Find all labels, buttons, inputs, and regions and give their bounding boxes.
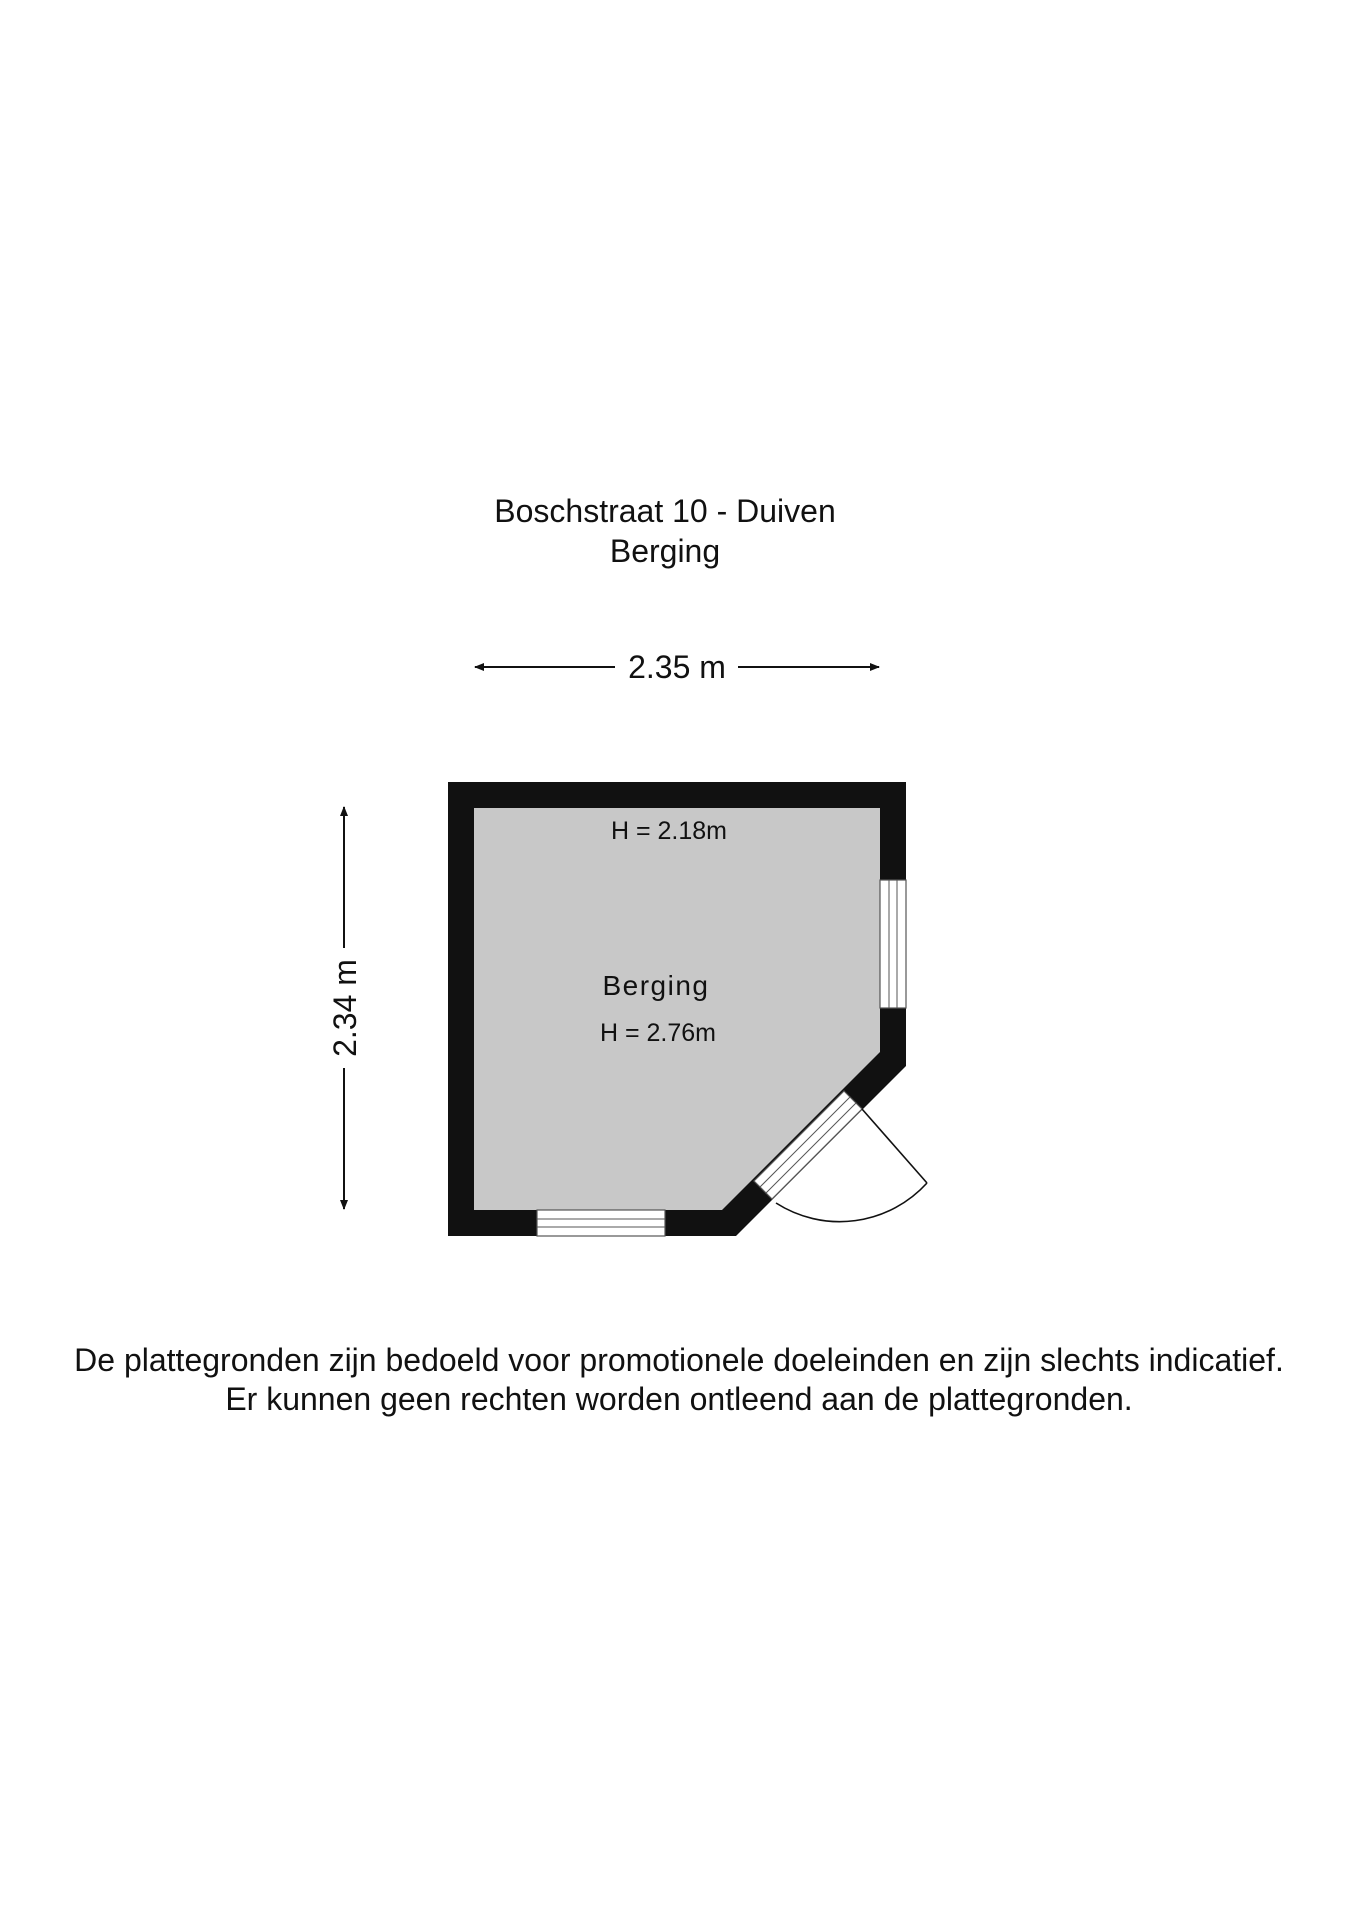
room-name: Berging	[602, 970, 709, 1001]
disclaimer: De plattegronden zijn bedoeld voor promo…	[0, 1341, 1358, 1419]
door-swing-arc	[775, 1182, 928, 1223]
room-height-label: H = 2.76m	[600, 1019, 716, 1047]
right-window	[879, 879, 907, 1009]
disclaimer-line-1: De plattegronden zijn bedoeld voor promo…	[74, 1342, 1284, 1378]
floor-title: Berging	[609, 533, 721, 569]
bottom-window	[536, 1209, 666, 1237]
door-leaf	[861, 1108, 928, 1184]
disclaimer-line-2: Er kunnen geen rechten worden ontleend a…	[225, 1381, 1133, 1417]
sloped-height-label: H = 2.18m	[611, 817, 727, 845]
height-label: 2.34 m	[327, 959, 363, 1057]
width-dimension: 2.35 m	[474, 649, 880, 685]
height-dimension: 2.34 m	[327, 806, 363, 1210]
plan-title: Boschstraat 10 - Duiven Berging	[0, 491, 1330, 571]
address-title: Boschstraat 10 - Duiven	[494, 493, 836, 529]
door	[753, 1090, 928, 1223]
width-label: 2.35 m	[628, 649, 726, 685]
room-floor	[474, 808, 880, 1210]
